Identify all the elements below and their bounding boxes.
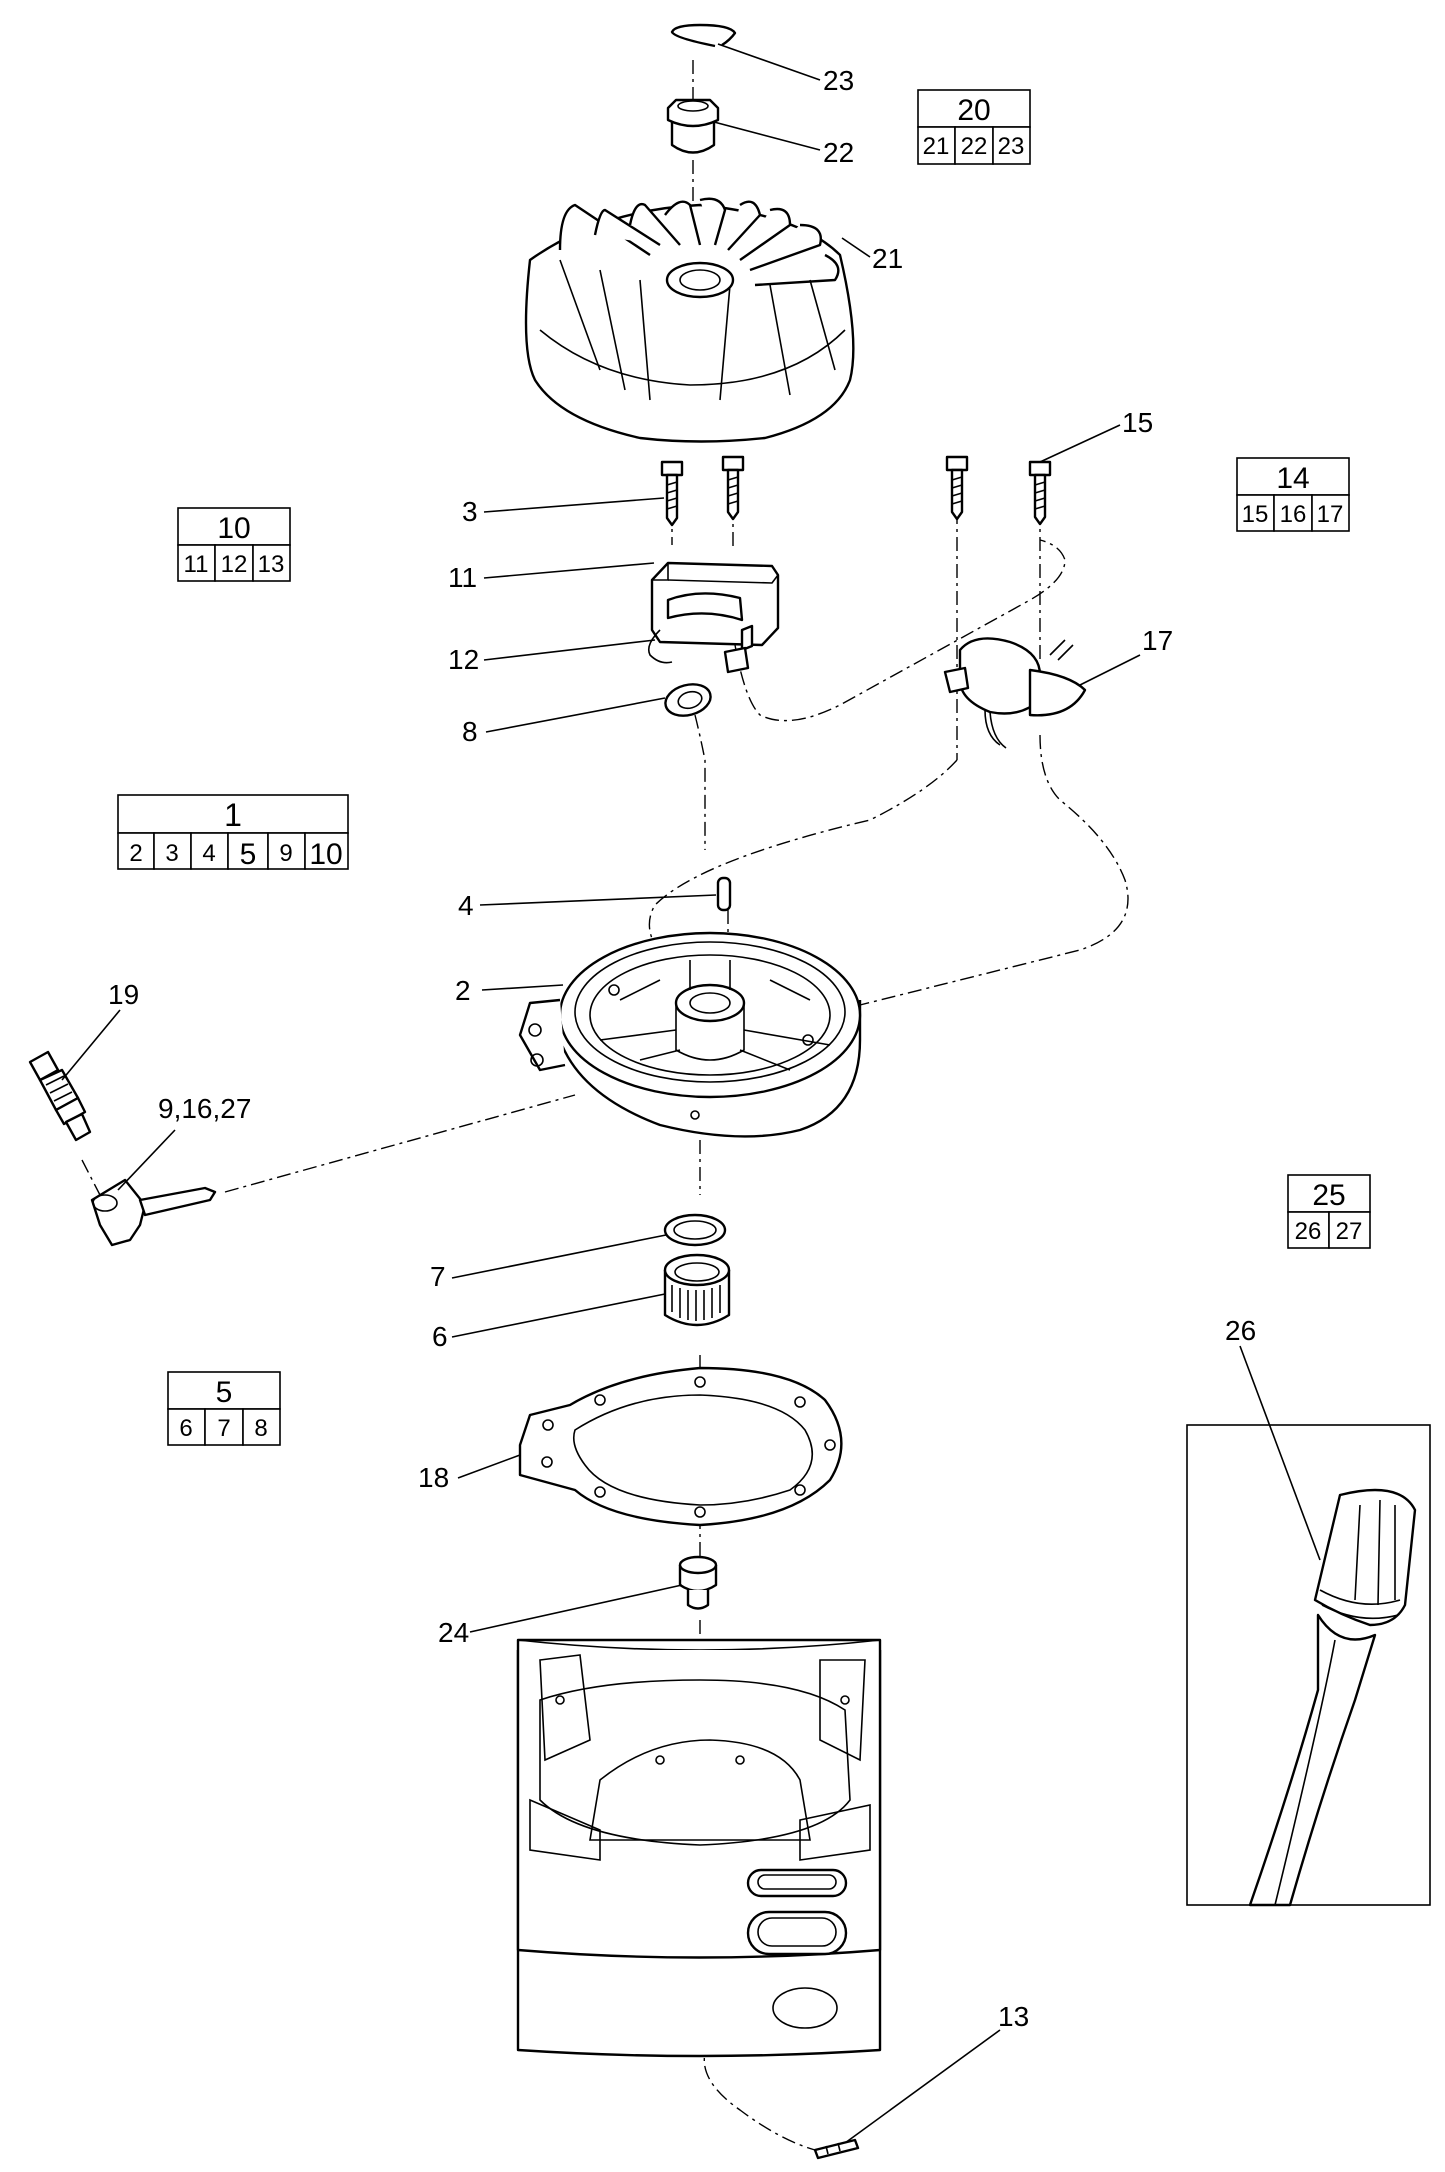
callout-6: 6	[432, 1321, 448, 1352]
kit-table-1: 1 2 3 4 5 9 10	[117, 794, 349, 871]
leader-lines	[61, 43, 1321, 2144]
kit20-main: 20	[957, 94, 990, 127]
callout-13: 13	[998, 2001, 1029, 2032]
screw-3a	[660, 460, 684, 527]
screw-15b	[1028, 460, 1052, 526]
kit5-item: 8	[254, 1415, 267, 1442]
kit1-main: 1	[224, 797, 242, 833]
part-4-pin	[716, 876, 732, 912]
part-26-detail-inset	[1186, 1424, 1431, 1907]
kit1-item: 3	[165, 840, 178, 867]
part-24-bushing	[678, 1555, 718, 1610]
kit10-item: 12	[221, 551, 248, 578]
kit20-item: 21	[923, 133, 950, 160]
callout-9-16-27: 9,16,27	[158, 1093, 251, 1124]
kit1-item: 10	[309, 838, 342, 871]
kit20-item: 23	[998, 133, 1025, 160]
callout-21: 21	[872, 243, 903, 274]
callout-22: 22	[823, 137, 854, 168]
part-19-spark-plug	[28, 1050, 92, 1142]
kit-table-20: 20 21 22 23	[917, 89, 1031, 165]
part-17-ignition-module	[943, 637, 1087, 749]
kit-table-25: 25 26 27	[1287, 1174, 1371, 1249]
kit25-item: 26	[1295, 1218, 1322, 1245]
part-6-bearing	[663, 1253, 731, 1327]
kit-table-14: 14 15 16 17	[1236, 457, 1350, 532]
kit1-item: 9	[279, 840, 292, 867]
callout-11: 11	[448, 562, 477, 593]
part-18-gasket	[518, 1366, 843, 1527]
callout-4: 4	[458, 890, 474, 921]
kit14-item: 15	[1242, 501, 1269, 528]
callout-15: 15	[1122, 407, 1153, 438]
callout-18: 18	[418, 1462, 449, 1493]
kit25-main: 25	[1312, 1179, 1345, 1212]
kit1-item: 5	[240, 838, 257, 871]
part-12-wire	[647, 629, 750, 674]
part-22-nut	[666, 98, 720, 154]
kit1-item: 2	[129, 840, 142, 867]
fan-housing	[516, 1638, 882, 2058]
callout-3: 3	[462, 496, 478, 527]
kit10-main: 10	[217, 512, 250, 545]
screw-15a	[945, 455, 969, 521]
callout-24: 24	[438, 1617, 469, 1648]
kit5-main: 5	[216, 1376, 233, 1409]
part-3-screws	[660, 455, 745, 527]
callout-17: 17	[1142, 625, 1173, 656]
part-2-housing	[518, 931, 862, 1138]
callout-7: 7	[430, 1261, 446, 1292]
callout-labels: 23 22 21 15 3 11 12 17 8 4 2 19 9,16,27 …	[108, 65, 1256, 2032]
kit10-item: 11	[184, 551, 209, 578]
part-8-grommet	[664, 683, 712, 717]
part-15-screws	[945, 455, 1052, 526]
kit10-item: 13	[258, 551, 285, 578]
kit1-item: 4	[202, 840, 215, 867]
kit14-item: 17	[1317, 501, 1344, 528]
part-23-retaining-ring	[670, 23, 737, 48]
callout-23: 23	[823, 65, 854, 96]
callout-2: 2	[455, 975, 471, 1006]
callout-12: 12	[448, 644, 479, 675]
part-13-connector	[813, 2138, 860, 2160]
kit5-item: 6	[179, 1415, 192, 1442]
kit14-item: 16	[1280, 501, 1307, 528]
screw-3b	[721, 455, 745, 521]
kit14-main: 14	[1276, 462, 1309, 495]
part-11-stator	[650, 561, 780, 652]
kit-table-10: 10 11 12 13	[177, 507, 291, 582]
callout-26: 26	[1225, 1315, 1256, 1346]
kit20-item: 22	[961, 133, 988, 160]
assembly-axis-lines	[81, 60, 1129, 2151]
kit25-item: 27	[1336, 1218, 1363, 1245]
callout-19: 19	[108, 979, 139, 1010]
callout-8: 8	[462, 716, 478, 747]
part-7-oring	[663, 1213, 727, 1247]
part-21-flywheel	[524, 197, 855, 443]
part-9-boot	[90, 1178, 217, 1247]
kit-table-5: 5 6 7 8	[167, 1371, 281, 1446]
kit5-item: 7	[217, 1415, 230, 1442]
